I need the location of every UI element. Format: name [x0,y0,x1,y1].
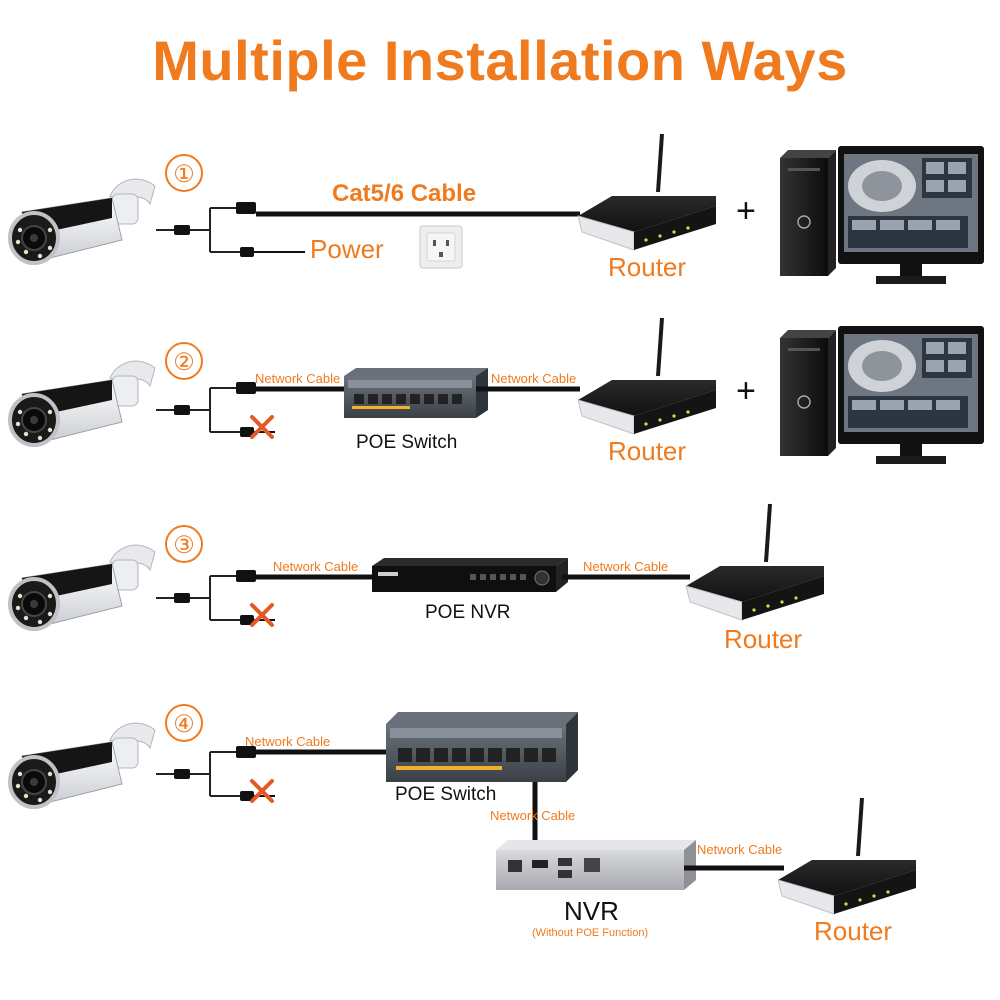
monitor-icon [838,146,984,284]
poe-switch-icon [386,712,578,782]
poe-nvr-icon [372,558,568,592]
nvr-note: (Without POE Function) [532,927,649,939]
network-cable-label: Network Cable [697,842,783,857]
poe-switch-icon [344,368,488,418]
nvr-label: NVR [564,896,619,926]
row-2-graphics [8,316,984,464]
router-label: Router [724,624,803,654]
network-cable-label: Network Cable [245,734,331,749]
poe-nvr-label: POE NVR [425,602,511,623]
router-icon [576,316,718,436]
router-icon [684,502,826,622]
no-power-cross-icon [250,603,274,627]
cable-splitter-icon [155,745,257,802]
desktop-computer-icon [779,149,837,277]
no-power-cross-icon [250,779,274,803]
no-power-cross-icon [250,415,274,439]
bullet-camera-icon [8,177,157,265]
cable-splitter-icon [155,201,257,258]
monitor-icon [838,326,984,464]
step-number-3: ③ [165,525,203,563]
router-icon [576,132,718,252]
bullet-camera-icon [8,359,157,447]
plus-sign: + [736,192,756,230]
network-cable-label: Network Cable [273,559,359,574]
router-icon [776,796,918,916]
cable-splitter-icon [155,569,257,626]
poe-switch-label: POE Switch [395,784,497,805]
network-cable-label: Network Cable [255,371,341,386]
nvr-box-icon [496,840,696,890]
router-label: Router [608,436,687,466]
network-cable-label: Network Cable [583,559,669,574]
step-number-4: ④ [165,704,203,742]
row-3-graphics [8,502,826,631]
row-1-graphics [8,132,984,284]
router-label: Router [608,252,687,282]
plus-sign: + [736,372,756,410]
step-number-2: ② [165,342,203,380]
cable-splitter-icon [155,381,257,438]
step-number-1: ① [165,154,203,192]
router-label: Router [814,916,893,946]
poe-switch-label: POE Switch [356,432,458,453]
network-cable-label: Network Cable [491,371,577,386]
bullet-camera-icon [8,721,157,809]
wall-outlet-icon [419,225,463,269]
bullet-camera-icon [8,543,157,631]
power-label: Power [310,234,384,264]
row-4-graphics [8,712,918,916]
page-title: Multiple Installation Ways [152,29,848,92]
desktop-computer-icon [779,329,837,457]
network-cable-label: Network Cable [490,808,576,823]
cat-cable-label: Cat5/6 Cable [332,180,477,207]
